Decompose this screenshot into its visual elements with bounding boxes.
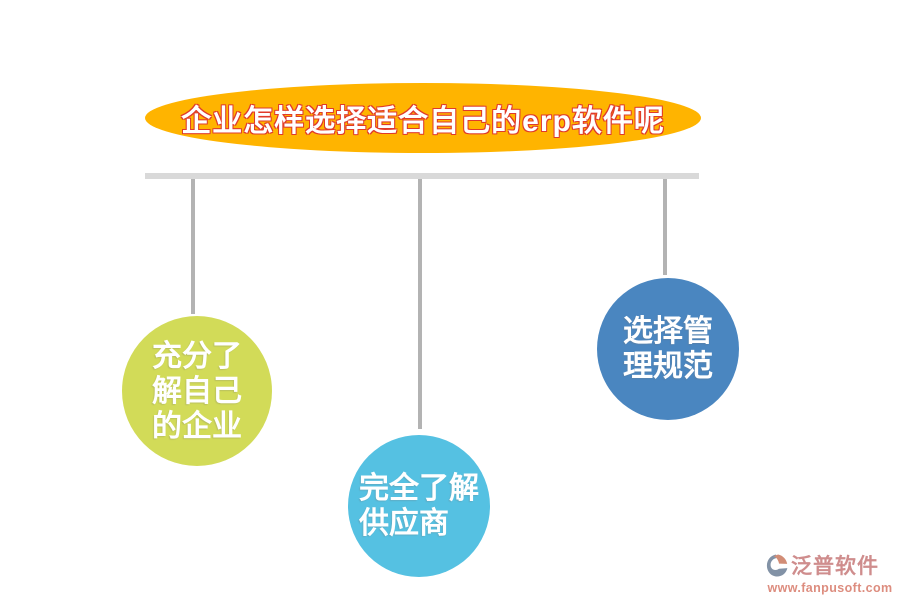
node-label-line: 解自己 xyxy=(152,374,242,408)
watermark-brand: 泛普软件 xyxy=(791,555,879,578)
node-label-line: 的企业 xyxy=(152,409,242,443)
watermark: 泛普软件 www.fanpusoft.com xyxy=(766,550,894,595)
node-label: 完全了解 供应商 xyxy=(359,471,479,541)
node-label-line: 理规范 xyxy=(623,350,713,383)
connector-line-left xyxy=(191,179,195,314)
node-label-line: 供应商 xyxy=(359,507,449,540)
page-title: 企业怎样选择适合自己的erp软件呢 xyxy=(181,105,665,138)
node-label-line: 完全了解 xyxy=(359,472,479,505)
node-label-line: 选择管 xyxy=(623,315,713,348)
connector-line-middle xyxy=(418,179,422,429)
node-label-line: 充分了 xyxy=(152,339,242,373)
title-ellipse: 企业怎样选择适合自己的erp软件呢 xyxy=(145,83,701,153)
connector-bar xyxy=(145,173,699,179)
connector-line-right xyxy=(663,179,667,275)
fanpu-logo-icon xyxy=(766,554,788,576)
node-circle-management-standards: 选择管 理规范 xyxy=(597,278,739,420)
node-label: 充分了 解自己 的企业 xyxy=(152,339,242,444)
node-circle-understand-own-enterprise: 充分了 解自己 的企业 xyxy=(122,316,272,466)
node-circle-understand-supplier: 完全了解 供应商 xyxy=(348,435,490,577)
watermark-url: www.fanpusoft.com xyxy=(767,581,893,595)
node-label: 选择管 理规范 xyxy=(623,314,713,384)
